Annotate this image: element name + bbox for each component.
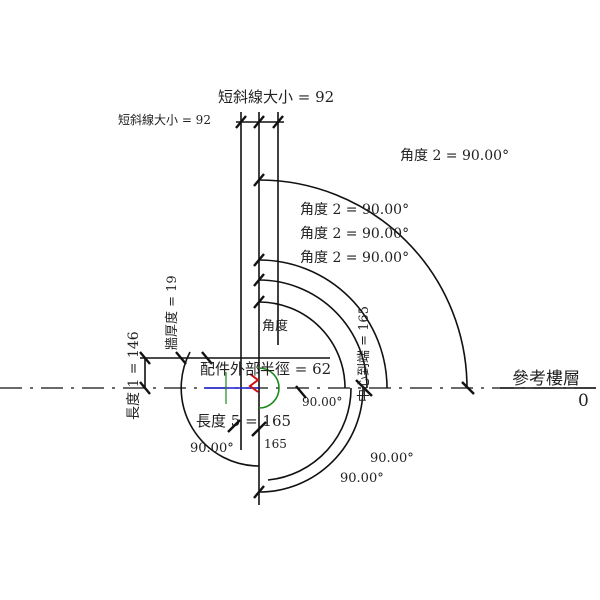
angle-arc-lower-right-a[interactable] — [258, 387, 364, 493]
ref-level-value[interactable]: 0 — [578, 391, 589, 411]
angle-inner-label[interactable]: 角度 — [262, 318, 288, 334]
angle-arc-2b[interactable] — [258, 279, 368, 389]
angle-arc-lower-right-b[interactable] — [267, 387, 352, 481]
fitting-outer-radius-label[interactable]: 配件外部半徑 = 62 — [200, 360, 331, 378]
angle-arc-lower-left[interactable] — [180, 351, 260, 467]
angle-arc-2a[interactable] — [258, 259, 388, 389]
length-1-label[interactable]: 長度 1 = 146 — [126, 331, 142, 420]
slash-size-label-a[interactable]: 短斜線大小 = 92 — [218, 88, 334, 106]
wall-thickness-label[interactable]: 牆厚度 = 19 — [164, 275, 180, 350]
connector-green[interactable] — [258, 367, 280, 409]
connector-red[interactable] — [248, 373, 260, 393]
angle-outer-label[interactable]: 角度 2 = 90.00° — [400, 148, 509, 164]
slash-size-label-b[interactable]: 短斜線大小 = 92 — [118, 112, 211, 127]
angle-lower-right-a-label[interactable]: 90.00° — [340, 471, 384, 486]
angle-arc-2c[interactable] — [258, 301, 346, 389]
angle-2b-label[interactable]: 角度 2 = 90.00° — [300, 226, 409, 242]
angle-2a-label[interactable]: 角度 2 = 90.00° — [300, 202, 409, 218]
angle-arc-outer[interactable] — [258, 179, 468, 389]
ref-level-name[interactable]: 參考樓層 — [512, 369, 580, 389]
center-to-end-label[interactable]: 中心到端 = 165 — [357, 306, 372, 402]
angle-lower-left-label[interactable]: 90.00° — [190, 441, 234, 456]
angle-lower-right-b-label[interactable]: 90.00° — [370, 451, 414, 466]
length-5-label[interactable]: 長度 5 = 165 — [196, 412, 291, 430]
angle-2c-label[interactable]: 角度 2 = 90.00° — [300, 250, 409, 266]
dim-small-label[interactable]: 165 — [264, 437, 287, 451]
angle-small-label[interactable]: 90.00° — [302, 395, 342, 409]
